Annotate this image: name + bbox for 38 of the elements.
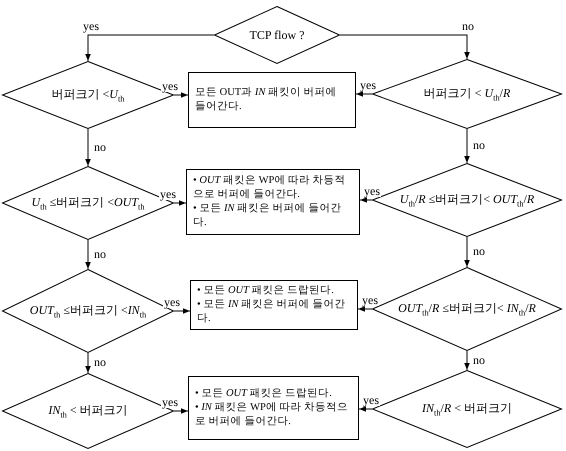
action-text: • 모든 OUT 패킷은 드랍된다. [195, 386, 333, 401]
arrow [85, 128, 91, 166]
condition-text: IN$_{th}$/R < 버퍼크기 [422, 400, 512, 418]
condition-text: 버퍼크기 < U$_{th}$/R [424, 85, 510, 103]
process-box [186, 169, 360, 235]
process-box [188, 72, 356, 128]
condition-text: TCP flow ? [250, 28, 304, 42]
arrow [464, 350, 470, 370]
condition-text: OUT$_{th}$/R ≤버퍼크기< IN$_{th}$/R [398, 300, 536, 318]
process-box [188, 376, 359, 440]
condition-text: U$_{th}$ ≤버퍼크기 <OUT$_{th}$ [31, 194, 145, 212]
arrow [174, 200, 186, 206]
arrow [464, 128, 470, 164]
action-text: • 모든 OUT 패킷은 드랍된다. [197, 284, 335, 298]
arrow [174, 92, 188, 98]
condition-text: OUT$_{th}$ ≤버퍼크기 <IN$_{th}$ [30, 302, 146, 320]
arrow [85, 240, 91, 270]
action-text: • OUT 패킷은 WP에 따라 차등적으로 버퍼에 들어간다. [193, 174, 347, 202]
arrow [174, 308, 190, 314]
arrow [85, 352, 91, 374]
arrow [174, 408, 188, 414]
condition-text: U$_{th}$/R ≤버퍼크기< OUT$_{th}$/R [400, 191, 534, 209]
action-text: • 모든 IN 패킷은 버퍼에 들어간다. [193, 202, 342, 230]
condition-text: IN$_{th}$ < 버퍼크기 [48, 402, 128, 420]
action-text: • IN 패킷은 WP에 따라 차등적으로 버퍼에 들어간다. [195, 400, 350, 430]
arrow [340, 34, 470, 60]
action-text: • 모든 IN 패킷은 버퍼에 들어간다. [197, 298, 346, 326]
condition-text: 버퍼크기 <U$_{th}$ [52, 86, 124, 104]
arrow [358, 306, 372, 312]
process-box [190, 280, 358, 330]
arrow [464, 236, 470, 268]
arrow [356, 91, 372, 97]
arrow [360, 197, 372, 203]
arrow [358, 406, 372, 412]
decision-diamond [214, 6, 340, 64]
decision-diamond [2, 166, 174, 240]
action-text: 모든 OUT과 IN 패킷이 버퍼에 들어간다. [195, 86, 338, 114]
arrow [85, 34, 214, 62]
